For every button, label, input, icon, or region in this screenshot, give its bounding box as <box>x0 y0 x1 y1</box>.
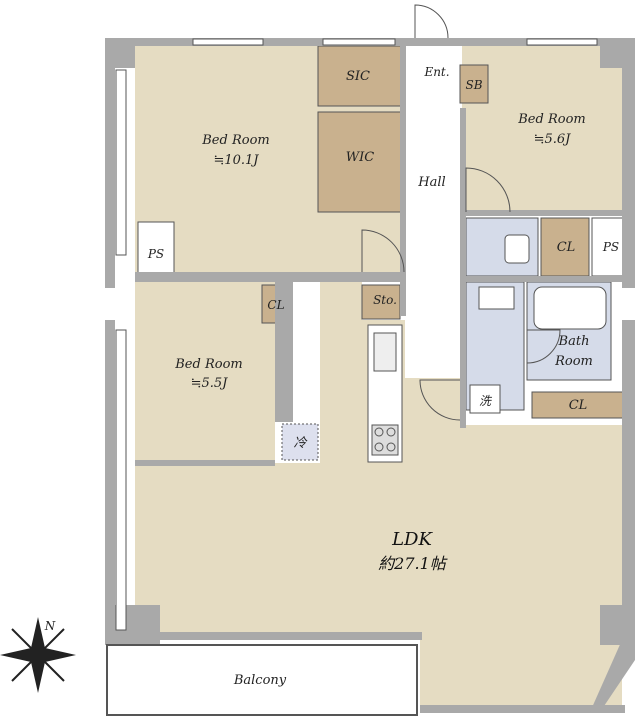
ldk-size: 約27.1帖 <box>378 554 448 573</box>
bath-label-2: Room <box>554 354 593 369</box>
washer-space <box>469 384 501 414</box>
sic-label: SIC <box>346 69 370 84</box>
kitchen-sink <box>373 332 397 372</box>
balcony-label: Balcony <box>233 673 287 688</box>
angled-wall <box>590 640 635 712</box>
sb-label: SB <box>465 78 482 92</box>
fixtures <box>281 234 607 463</box>
bathtub <box>533 286 607 330</box>
corridor-floor <box>293 282 317 422</box>
ldk-label: LDK <box>391 529 433 550</box>
doors <box>361 4 561 421</box>
compass-icon <box>0 617 76 693</box>
ldk-floor <box>135 282 622 712</box>
wic-label: WIC <box>346 150 374 165</box>
closet-bath <box>531 391 626 419</box>
bedroom-3-floor <box>135 282 275 465</box>
fridge-space <box>281 423 319 461</box>
bedroom-1-label: Bed Room <box>201 133 269 148</box>
wic-storage <box>317 111 403 213</box>
hall-floor <box>405 108 460 378</box>
cl-bed3-label: CL <box>267 298 284 312</box>
entrance-label: Ent. <box>423 65 449 79</box>
compass-north-label: N <box>44 619 56 633</box>
bedroom-3-size: ≒5.5J <box>191 376 229 391</box>
windows-top <box>192 38 598 46</box>
balcony <box>106 644 418 716</box>
bedroom-2-label: Bed Room <box>517 112 585 127</box>
fridge-label: 冷 <box>293 436 307 451</box>
entrance-floor <box>405 46 460 108</box>
bedroom-2-floor <box>462 46 622 214</box>
bedroom-1-size: ≒10.1J <box>213 153 259 168</box>
ps-left-label: PS <box>147 247 164 261</box>
ps-right-label: PS <box>602 240 619 254</box>
sto-label: Sto. <box>373 293 397 307</box>
sto-storage <box>361 284 401 320</box>
bedroom-2-size: ≒5.6J <box>534 132 572 147</box>
sb-storage <box>459 64 489 104</box>
cl-bath-label: CL <box>569 398 588 413</box>
bedroom-3-label: Bed Room <box>174 357 242 372</box>
cl-toilet-label: CL <box>557 240 576 255</box>
washer-label: 洗 <box>479 394 493 408</box>
hall-label: Hall <box>417 175 445 190</box>
bath-label-1: Bath <box>558 334 590 349</box>
toilet <box>504 234 530 264</box>
wash-basin <box>478 286 515 310</box>
windows-left <box>115 69 127 631</box>
ps-left-box <box>137 221 175 275</box>
